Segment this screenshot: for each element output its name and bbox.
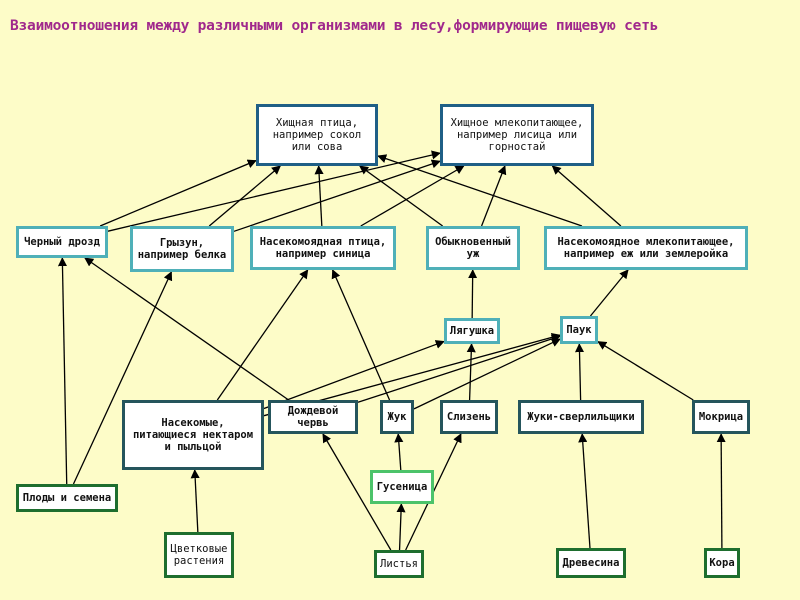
node-leaves: Листья	[374, 550, 424, 578]
edge-leaves-to-earthworm	[322, 433, 392, 551]
edge-leaves-to-caterpillar	[396, 503, 406, 551]
node-grass-snake: Обыкновенный уж	[426, 226, 520, 270]
node-rodent: Грызун, например белка	[130, 226, 234, 272]
edge-caterpillar-to-beetle	[394, 433, 404, 471]
edge-grass_snake-to-bird_of_prey	[359, 165, 444, 227]
edge-spider-to-insectivore_mammal	[589, 269, 629, 317]
node-bark: Кора	[704, 548, 740, 578]
node-bark-beetles: Жуки-сверлильщики	[518, 400, 644, 434]
node-wood: Древесина	[556, 548, 626, 578]
node-spider: Паук	[560, 316, 598, 344]
node-blackbird: Черный дрозд	[16, 226, 108, 258]
edge-slug-to-frog	[466, 343, 476, 401]
edge-earthworm-to-blackbird	[84, 257, 289, 401]
node-beetle: Жук	[380, 400, 414, 434]
edge-flowering_plants-to-nectar_insects	[190, 469, 200, 533]
edge-insectivore_mammal-to-predator_mammal	[551, 165, 622, 227]
edge-frog-to-grass_snake	[468, 269, 478, 319]
edge-rodent-to-bird_of_prey	[208, 165, 281, 227]
edge-blackbird-to-bird_of_prey	[99, 159, 257, 227]
edge-nectar_insects-to-frog	[263, 340, 445, 410]
edge-wood-to-bark_beetles	[578, 433, 591, 549]
edge-bark_beetles-to-spider	[574, 343, 585, 401]
node-woodlouse: Мокрица	[692, 400, 750, 434]
edge-fruits_seeds-to-blackbird	[57, 257, 68, 485]
node-flowering-plants: Цветковые растения	[164, 532, 234, 578]
node-insectivore-mammal: Насекомоядное млекопитающее, например еж…	[544, 226, 748, 270]
edge-rodent-to-predator_mammal	[233, 159, 441, 232]
edge-insectivore_bird-to-bird_of_prey	[314, 165, 324, 227]
edge-insectivore_mammal-to-bird_of_prey	[377, 154, 583, 227]
node-caterpillar: Гусеница	[370, 470, 434, 504]
edge-insectivore_bird-to-predator_mammal	[360, 165, 465, 227]
edge-earthworm-to-spider	[357, 334, 561, 403]
node-fruits-seeds: Плоды и семена	[16, 484, 118, 512]
edge-bark-to-woodlouse	[716, 433, 726, 549]
edge-blackbird-to-predator_mammal	[107, 150, 441, 232]
edge-nectar_insects-to-insectivore_bird	[216, 269, 309, 401]
diagram-title: Взаимоотношения между различными организ…	[10, 18, 659, 34]
edge-beetle-to-insectivore_bird	[331, 269, 391, 401]
node-slug: Слизень	[440, 400, 498, 434]
node-earthworm: Дождевой червь	[268, 400, 358, 434]
node-predator-mammal: Хищное млекопитающее, например лисица ил…	[440, 104, 594, 166]
node-bird-of-prey: Хищная птица, например сокол или сова	[256, 104, 378, 166]
edge-beetle-to-spider	[413, 338, 561, 410]
node-frog: Лягушка	[444, 318, 500, 344]
node-insectivore-bird: Насекомоядная птица, например синица	[250, 226, 396, 270]
node-nectar-insects: Насекомые, питающиеся нектаром и пыльцой	[122, 400, 264, 470]
edge-woodlouse-to-spider	[597, 341, 694, 401]
